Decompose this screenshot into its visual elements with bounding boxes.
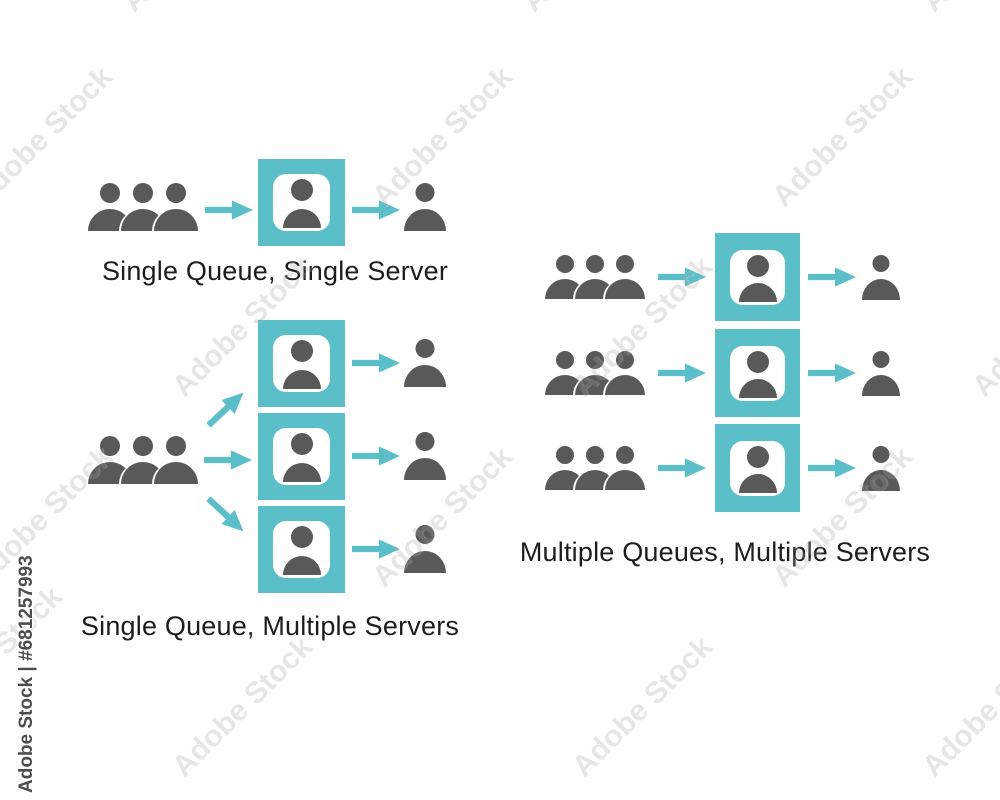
served-customer-icon: [404, 183, 446, 231]
customer-queue-icon: [88, 436, 198, 484]
flow-arrow-right-icon: [352, 444, 400, 468]
customer-queue-icon: [545, 446, 645, 490]
served-customer-icon: [404, 525, 446, 573]
flow-arrow-right-icon: [658, 456, 706, 480]
server-agent-icon: [730, 249, 785, 305]
served-customer-icon: [862, 255, 900, 300]
served-customer-icon: [404, 339, 446, 387]
flow-arrow-right-icon: [658, 361, 706, 385]
server-window-icon: [258, 506, 345, 593]
server-agent-icon: [730, 440, 785, 496]
person-icon: [154, 183, 198, 231]
person-icon: [605, 351, 645, 395]
flow-arrow-right-icon: [808, 361, 856, 385]
flow-arrow-right-icon: [808, 456, 856, 480]
server-window-icon: [258, 159, 345, 246]
customer-queue-icon: [545, 351, 645, 395]
flow-arrow-right-icon: [352, 537, 400, 561]
server-agent-icon: [273, 521, 330, 578]
diagram-caption: Multiple Queues, Multiple Servers: [519, 537, 931, 567]
diagram-caption: Single Queue, Single Server: [101, 256, 449, 286]
server-window-icon: [258, 320, 345, 407]
server-agent-icon: [273, 174, 330, 231]
customer-queue-icon: [88, 183, 198, 231]
flow-arrow-right-icon: [205, 198, 253, 222]
server-window-icon: [715, 329, 800, 417]
server-agent-icon: [273, 335, 330, 392]
served-customer-icon: [862, 446, 900, 491]
flow-arrow-right-icon: [204, 448, 252, 472]
flow-arrow-right-icon: [352, 351, 400, 375]
served-customer-icon: [404, 432, 446, 480]
server-agent-icon: [273, 428, 330, 485]
person-icon: [605, 255, 645, 299]
served-customer-icon: [862, 351, 900, 396]
flow-arrow-up-right-icon: [200, 384, 251, 434]
customer-queue-icon: [545, 255, 645, 299]
server-window-icon: [715, 424, 800, 512]
server-window-icon: [715, 233, 800, 321]
flow-arrow-right-icon: [658, 265, 706, 289]
flow-arrow-right-icon: [352, 198, 400, 222]
flow-arrow-right-icon: [808, 265, 856, 289]
server-agent-icon: [730, 345, 785, 401]
flow-arrow-down-right-icon: [200, 490, 251, 540]
person-icon: [154, 436, 198, 484]
diagram-caption: Single Queue, Multiple Servers: [80, 611, 460, 641]
server-window-icon: [258, 413, 345, 500]
person-icon: [605, 446, 645, 490]
